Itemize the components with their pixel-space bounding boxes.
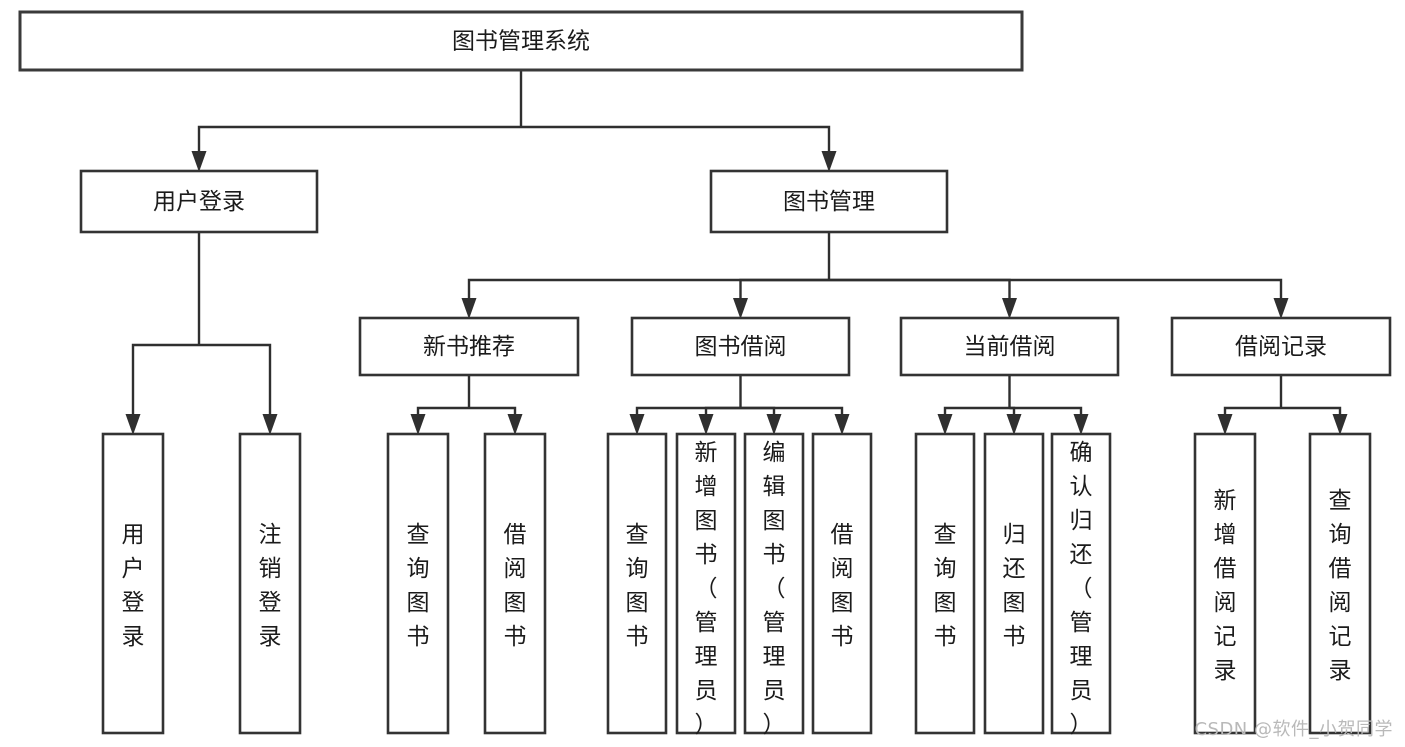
node-box-leaf-user-logout: [238, 432, 302, 735]
connector-book-borrow-to-leaf-query-book-borrow: [635, 406, 741, 417]
node-box-leaf-query-book-borrow: [606, 432, 668, 735]
node-layer: 图书管理系统用户登录图书管理新书推荐图书借阅当前借阅借阅记录用户登录注销登录查询…: [18, 10, 1392, 738]
arrow-head-icon: [1073, 414, 1089, 435]
connector-borrow-record-to-leaf-add-borrow-record: [1223, 406, 1281, 417]
connector-borrow-record-to-leaf-query-borrow-record: [1281, 406, 1342, 417]
arrow-head-icon: [937, 414, 953, 435]
node-label-leaf-user-logout: 注销登录: [259, 522, 282, 650]
connector-user-login-to-leaf-user-logout: [199, 343, 272, 417]
arrow-head-icon: [1217, 414, 1233, 435]
node-label-leaf-borrow-book: 借阅图书: [831, 522, 854, 650]
arrow-head-icon: [733, 298, 748, 319]
node-leaf-add-book-admin[interactable]: 新增图书（管理员）: [675, 432, 737, 738]
node-box-user-login: [79, 169, 319, 234]
arrow-head-icon: [1332, 414, 1348, 435]
node-box-current-borrow: [899, 316, 1120, 377]
node-box-leaf-add-borrow-record: [1193, 432, 1257, 735]
arrow-head-icon: [766, 414, 782, 435]
node-book-borrow[interactable]: 图书借阅: [630, 316, 851, 377]
node-root[interactable]: 图书管理系统: [18, 10, 1024, 72]
node-box-leaf-add-book-admin: [675, 432, 737, 735]
connector-book-management-to-new-book-recommend: [467, 278, 829, 301]
node-leaf-user-login[interactable]: 用户登录: [101, 432, 165, 735]
node-box-book-borrow: [630, 316, 851, 377]
node-label-new-book-recommend: 新书推荐: [423, 334, 515, 360]
arrow-head-icon: [821, 151, 837, 172]
node-box-new-book-recommend: [358, 316, 580, 377]
arrow-head-icon: [191, 151, 207, 172]
node-label-leaf-return-book: 归还图书: [1003, 522, 1026, 650]
watermark: CSDN @软件_小贺同学: [1194, 719, 1393, 740]
node-label-current-borrow: 当前借阅: [964, 334, 1056, 360]
node-label-book-borrow: 图书借阅: [695, 334, 787, 360]
arrow-head-icon: [507, 414, 523, 435]
node-leaf-add-borrow-record[interactable]: 新增借阅记录: [1193, 432, 1257, 735]
node-leaf-borrow-book[interactable]: 借阅图书: [811, 432, 873, 735]
node-current-borrow[interactable]: 当前借阅: [899, 316, 1120, 377]
node-leaf-query-book-recommend[interactable]: 查询图书: [386, 432, 450, 735]
arrow-head-icon: [629, 414, 645, 435]
node-box-leaf-query-borrow-record: [1308, 432, 1372, 735]
node-user-login[interactable]: 用户登录: [79, 169, 319, 234]
node-book-management[interactable]: 图书管理: [709, 169, 949, 234]
node-leaf-edit-book-admin[interactable]: 编辑图书（管理员）: [743, 432, 805, 738]
node-box-leaf-confirm-return-admin: [1050, 432, 1112, 735]
connector-book-management-to-book-borrow: [739, 278, 829, 301]
node-box-leaf-borrow-book-recommend: [483, 432, 547, 735]
node-label-leaf-edit-book-admin: 编辑图书（管理员）: [763, 440, 786, 738]
node-leaf-borrow-book-recommend[interactable]: 借阅图书: [483, 432, 547, 735]
arrow-head-icon: [698, 414, 714, 435]
node-label-leaf-query-book-recommend: 查询图书: [407, 522, 430, 650]
arrow-head-icon: [1002, 298, 1017, 319]
node-box-leaf-query-book-current: [914, 432, 976, 735]
arrow-head-icon: [410, 414, 426, 435]
connector-book-borrow-to-leaf-borrow-book: [740, 406, 844, 417]
node-box-leaf-query-book-recommend: [386, 432, 450, 735]
node-label-leaf-borrow-book-recommend: 借阅图书: [504, 522, 527, 650]
connector-new-book-recommend-to-leaf-query-book-recommend: [416, 406, 469, 417]
node-label-leaf-add-borrow-record: 新增借阅记录: [1214, 488, 1237, 684]
arrow-head-icon: [834, 414, 850, 435]
node-leaf-query-borrow-record[interactable]: 查询借阅记录: [1308, 432, 1372, 735]
node-label-leaf-query-book-borrow: 查询图书: [626, 522, 649, 650]
connector-layer: [125, 70, 1348, 435]
node-box-leaf-borrow-book: [811, 432, 873, 735]
node-box-leaf-user-login: [101, 432, 165, 735]
node-label-book-management: 图书管理: [783, 189, 875, 215]
connector-book-management-to-borrow-record: [829, 278, 1283, 301]
arrow-head-icon: [262, 414, 278, 435]
node-label-borrow-record: 借阅记录: [1235, 334, 1327, 360]
node-label-leaf-add-book-admin: 新增图书（管理员）: [695, 440, 718, 738]
node-box-leaf-edit-book-admin: [743, 432, 805, 735]
node-box-root: [18, 10, 1024, 72]
node-box-book-management: [709, 169, 949, 234]
connector-book-management-to-current-borrow: [829, 278, 1011, 301]
node-box-borrow-record: [1170, 316, 1392, 377]
node-label-leaf-query-borrow-record: 查询借阅记录: [1329, 488, 1352, 684]
node-label-leaf-query-book-current: 查询图书: [934, 522, 957, 650]
node-leaf-confirm-return-admin[interactable]: 确认归还（管理员）: [1050, 432, 1112, 738]
connector-root-to-user-login: [197, 125, 521, 154]
arrow-head-icon: [1273, 298, 1289, 319]
node-label-leaf-user-login: 用户登录: [122, 522, 145, 650]
arrow-head-icon: [461, 298, 477, 319]
node-leaf-query-book-current[interactable]: 查询图书: [914, 432, 976, 735]
connector-root-to-book-management: [521, 125, 831, 154]
arrow-head-icon: [125, 414, 141, 435]
connector-current-borrow-to-leaf-query-book-current: [943, 406, 1010, 417]
node-label-root: 图书管理系统: [452, 29, 590, 55]
node-box-leaf-return-book: [983, 432, 1045, 735]
node-borrow-record[interactable]: 借阅记录: [1170, 316, 1392, 377]
connector-user-login-to-leaf-user-login: [131, 343, 199, 417]
node-label-leaf-confirm-return-admin: 确认归还（管理员）: [1070, 440, 1093, 738]
node-leaf-query-book-borrow[interactable]: 查询图书: [606, 432, 668, 735]
node-label-user-login: 用户登录: [153, 189, 245, 215]
node-leaf-user-logout[interactable]: 注销登录: [238, 432, 302, 735]
node-leaf-return-book[interactable]: 归还图书: [983, 432, 1045, 735]
arrow-head-icon: [1006, 414, 1022, 435]
node-new-book-recommend[interactable]: 新书推荐: [358, 316, 580, 377]
